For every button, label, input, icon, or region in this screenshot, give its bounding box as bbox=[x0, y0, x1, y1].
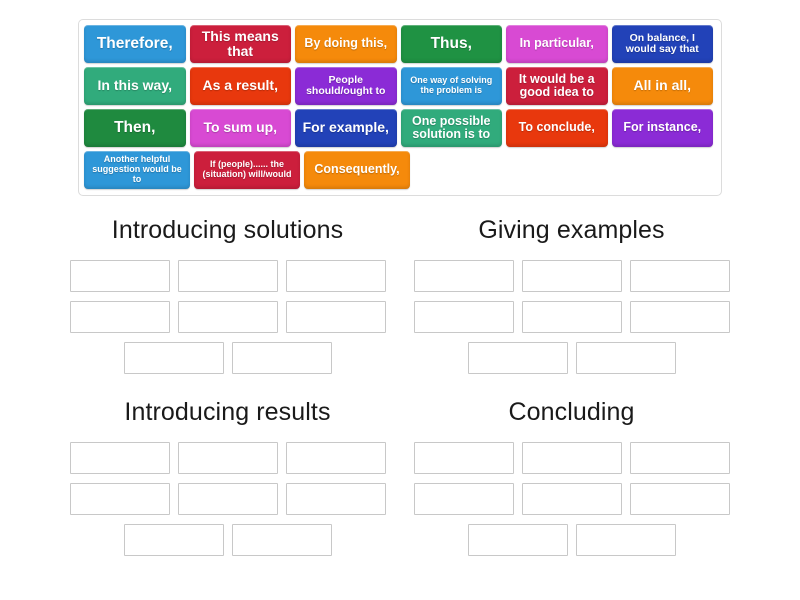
drop-slot[interactable] bbox=[285, 483, 386, 515]
drop-slot[interactable] bbox=[575, 524, 676, 556]
group-title: Introducing solutions bbox=[111, 216, 344, 244]
drop-slot[interactable] bbox=[521, 260, 622, 292]
drop-slot[interactable] bbox=[413, 442, 514, 474]
group-title: Giving examples bbox=[478, 216, 665, 244]
category-group-giving-examples: Giving examples bbox=[399, 216, 744, 383]
word-tile[interactable]: To conclude, bbox=[506, 109, 608, 147]
drop-slot[interactable] bbox=[123, 524, 224, 556]
drop-slot[interactable] bbox=[285, 301, 386, 333]
word-tile[interactable]: Therefore, bbox=[84, 25, 186, 63]
drop-slot-row bbox=[55, 442, 400, 474]
drop-slot[interactable] bbox=[177, 301, 278, 333]
drop-slot[interactable] bbox=[123, 342, 224, 374]
drop-slot[interactable] bbox=[629, 301, 730, 333]
drop-slot[interactable] bbox=[177, 260, 278, 292]
drop-slot[interactable] bbox=[521, 483, 622, 515]
drop-slot[interactable] bbox=[177, 442, 278, 474]
word-tile[interactable]: In particular, bbox=[506, 25, 608, 63]
drop-slot-row bbox=[55, 301, 400, 333]
drop-slot-row bbox=[399, 524, 744, 556]
drop-slot[interactable] bbox=[177, 483, 278, 515]
word-tile[interactable]: One possible solution is to bbox=[400, 109, 502, 147]
drop-slot-row bbox=[399, 301, 744, 333]
word-tile[interactable]: Consequently, bbox=[304, 151, 410, 189]
drop-slot[interactable] bbox=[413, 260, 514, 292]
word-tile[interactable]: Another helpful suggestion would be to bbox=[84, 151, 190, 189]
drop-slot[interactable] bbox=[231, 342, 332, 374]
drop-slot[interactable] bbox=[413, 483, 514, 515]
word-tile[interactable]: Thus, bbox=[400, 25, 502, 63]
drop-slot-row bbox=[399, 442, 744, 474]
word-tile[interactable]: As a result, bbox=[189, 67, 291, 105]
drop-slot[interactable] bbox=[231, 524, 332, 556]
drop-slot[interactable] bbox=[629, 442, 730, 474]
word-tile[interactable]: In this way, bbox=[84, 67, 186, 105]
drop-slot[interactable] bbox=[285, 442, 386, 474]
drop-slot-row bbox=[55, 524, 400, 556]
drop-slot[interactable] bbox=[629, 483, 730, 515]
word-tile[interactable]: For example, bbox=[295, 109, 397, 147]
word-tile[interactable]: This means that bbox=[189, 25, 291, 63]
drop-slot[interactable] bbox=[467, 342, 568, 374]
drop-slot-row bbox=[55, 342, 400, 374]
drop-slot[interactable] bbox=[69, 260, 170, 292]
category-group-concluding: Concluding bbox=[399, 398, 744, 565]
drop-slot[interactable] bbox=[521, 442, 622, 474]
word-tile[interactable]: To sum up, bbox=[189, 109, 291, 147]
drop-slot[interactable] bbox=[467, 524, 568, 556]
drop-slot[interactable] bbox=[69, 301, 170, 333]
word-tile[interactable]: If (people)...... the (situation) will/w… bbox=[194, 151, 300, 189]
word-tile[interactable]: It would be a good idea to bbox=[506, 67, 608, 105]
category-group-introducing-results: Introducing results bbox=[55, 398, 400, 565]
word-tile[interactable]: By doing this, bbox=[295, 25, 397, 63]
drop-slot[interactable] bbox=[69, 442, 170, 474]
group-title: Concluding bbox=[508, 398, 635, 426]
word-tile[interactable]: One way of solving the problem is bbox=[400, 67, 502, 105]
group-title: Introducing results bbox=[124, 398, 331, 426]
category-group-introducing-solutions: Introducing solutions bbox=[55, 216, 400, 383]
drop-slot-row bbox=[55, 483, 400, 515]
tile-bank-row: In this way,As a result,People should/ou… bbox=[84, 67, 717, 109]
drop-slot[interactable] bbox=[413, 301, 514, 333]
drop-slot[interactable] bbox=[69, 483, 170, 515]
word-tile[interactable]: Then, bbox=[84, 109, 186, 147]
drop-slot[interactable] bbox=[521, 301, 622, 333]
drop-slot-row bbox=[399, 260, 744, 292]
word-tile[interactable]: For instance, bbox=[611, 109, 713, 147]
drop-slot[interactable] bbox=[629, 260, 730, 292]
tile-bank-row: Then,To sum up,For example,One possible … bbox=[84, 109, 717, 151]
drop-slot[interactable] bbox=[285, 260, 386, 292]
drop-slot-row bbox=[55, 260, 400, 292]
word-tile[interactable]: All in all, bbox=[611, 67, 713, 105]
word-tile[interactable]: People should/ought to bbox=[295, 67, 397, 105]
drop-slot[interactable] bbox=[575, 342, 676, 374]
drop-slot-row bbox=[399, 483, 744, 515]
drop-slot-row bbox=[399, 342, 744, 374]
word-tile[interactable]: On balance, I would say that bbox=[611, 25, 713, 63]
